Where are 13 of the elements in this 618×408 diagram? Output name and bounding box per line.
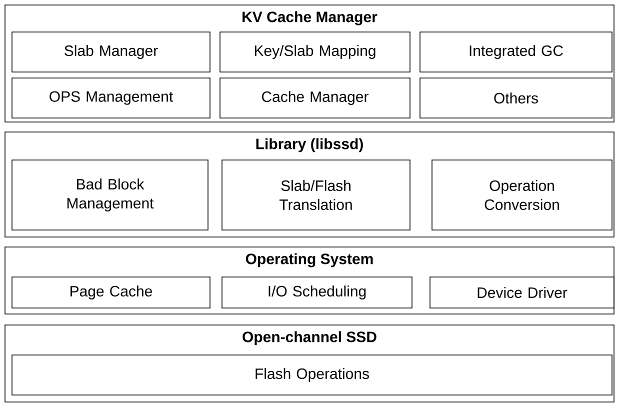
component-box: Slab/Flash Translation [222,160,410,230]
component-box: Page Cache [12,276,210,308]
component-box: Integrated GC [420,32,612,72]
component-box: Bad Block Management [12,160,208,230]
component-box: Key/Slab Mapping [220,32,410,72]
component-box: Others [420,78,612,118]
component-box: Cache Manager [220,78,410,118]
component-box: Operation Conversion [432,160,612,230]
component-box: OPS Management [12,78,210,118]
component-box: I/O Scheduling [222,276,412,308]
component-box: Device Driver [430,276,614,308]
component-box: Slab Manager [12,32,210,72]
component-box: Flash Operations [12,354,612,396]
